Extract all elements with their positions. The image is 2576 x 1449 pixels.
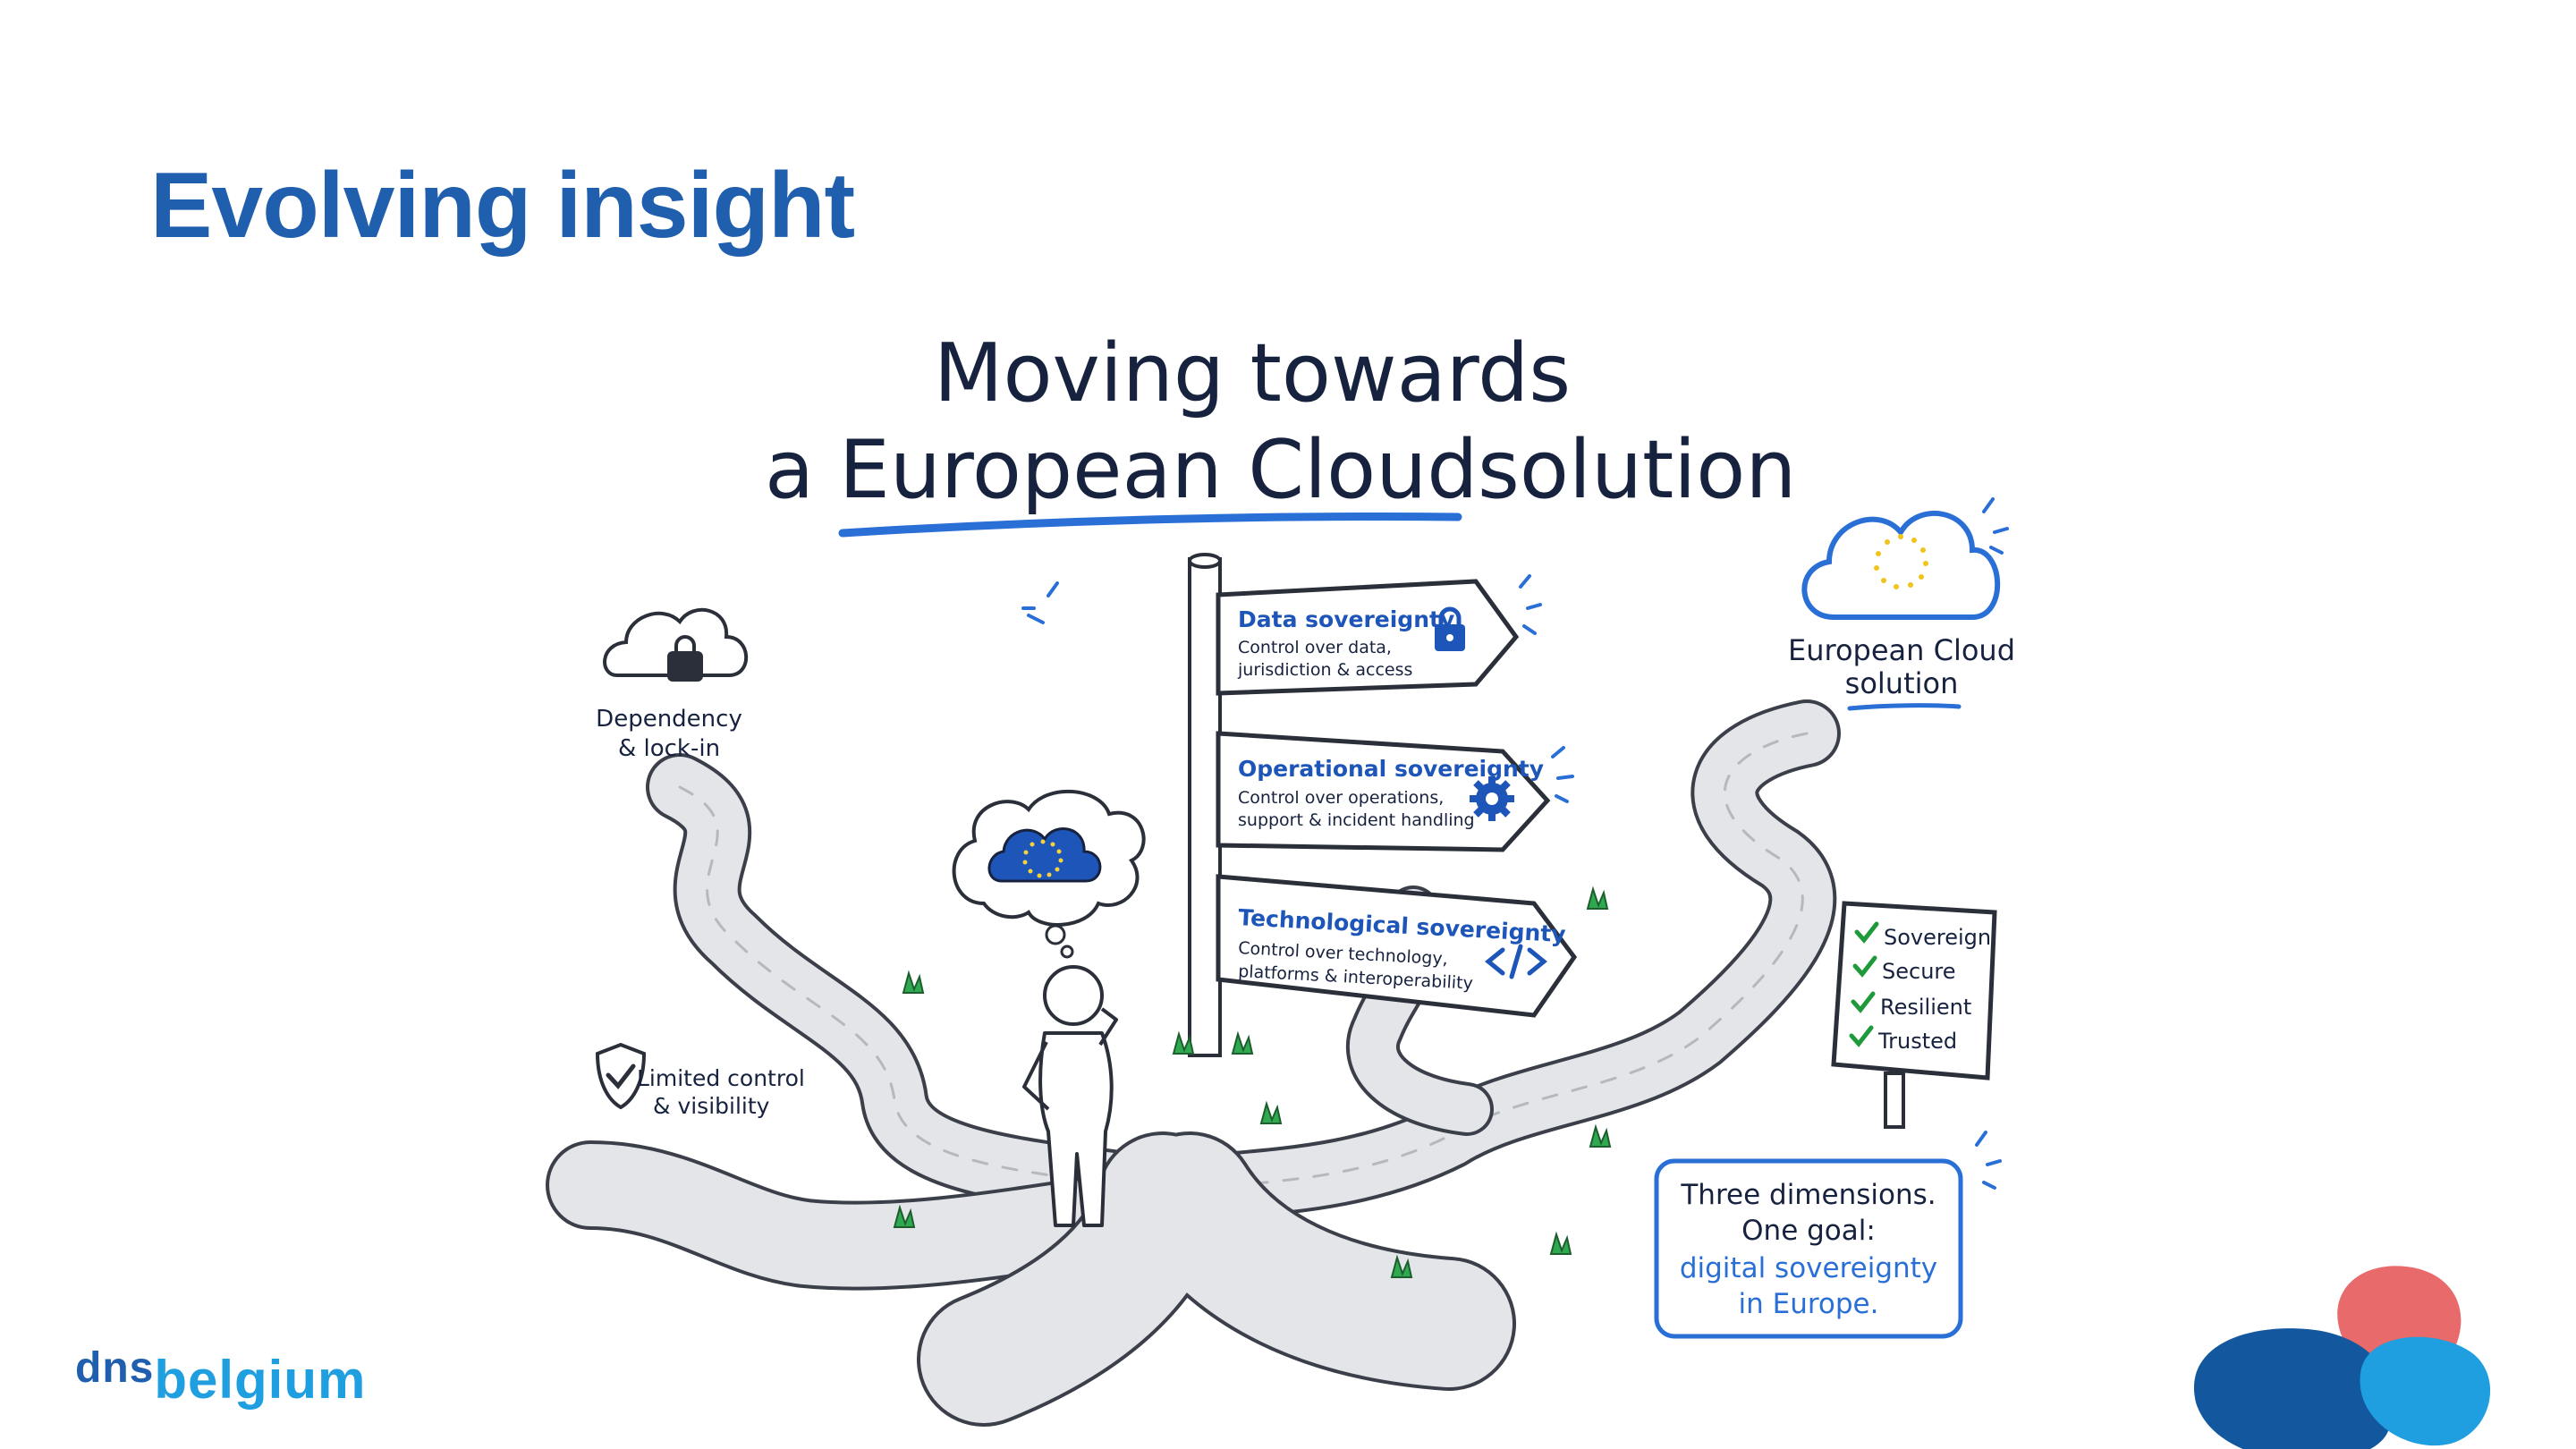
goal-callout: Three dimensions. One goal: digital sove…	[1654, 1158, 1963, 1339]
svg-text:Limited control: Limited control	[637, 1065, 805, 1091]
svg-text:support & incident handling: support & incident handling	[1238, 810, 1475, 830]
code-icon	[1485, 944, 1547, 979]
svg-text:Trusted: Trusted	[1877, 1029, 1957, 1054]
svg-text:Secure: Secure	[1882, 959, 1956, 984]
european-cloud-icon	[1801, 511, 2001, 620]
svg-text:digital sovereignty: digital sovereignty	[1680, 1252, 1937, 1284]
svg-text:Control over operations,: Control over operations,	[1238, 788, 1444, 808]
svg-text:& lock-in: & lock-in	[618, 735, 720, 762]
svg-text:Resilient: Resilient	[1880, 995, 1971, 1020]
svg-text:Three dimensions.: Three dimensions.	[1680, 1179, 1936, 1211]
svg-text:Dependency: Dependency	[596, 706, 742, 733]
lock-icon	[1435, 606, 1465, 651]
illustration-heading: Moving towards a European Cloud solution	[765, 326, 1796, 538]
svg-text:Sovereign: Sovereign	[1884, 925, 1991, 950]
svg-text:in Europe.: in Europe.	[1739, 1288, 1879, 1320]
spark-marks	[1021, 497, 2009, 1190]
locked-cloud-icon	[603, 607, 749, 682]
check-icon	[1849, 921, 1879, 1047]
checklist-board	[1831, 901, 1997, 1129]
svg-text:Operational sovereignty: Operational sovereignty	[1238, 756, 1544, 782]
sign-data-sovereignty: Data sovereignty Control over data, juri…	[1237, 606, 1465, 680]
thought-bubble	[952, 790, 1146, 959]
sign-operational-sovereignty: Operational sovereignty Control over ope…	[1238, 756, 1544, 830]
slide-title: Evolving insight	[150, 154, 855, 258]
svg-text:European Cloud: European Cloud	[1788, 633, 2015, 667]
svg-text:solution: solution	[1478, 423, 1796, 517]
svg-text:Data sovereignty: Data sovereignty	[1238, 606, 1454, 632]
person-figure	[1022, 965, 1118, 1227]
heading-underline	[838, 513, 1462, 538]
svg-text:a: a	[765, 423, 814, 517]
svg-text:Control over data,: Control over data,	[1238, 638, 1392, 657]
svg-text:& visibility: & visibility	[653, 1093, 770, 1119]
svg-text:European Cloud: European Cloud	[839, 423, 1478, 517]
checklist: Sovereign Secure Resilient Trusted	[1849, 921, 1991, 1054]
dnsbelgium-logo: dnsbelgium	[75, 1344, 367, 1410]
decorative-blobs	[2194, 1266, 2491, 1449]
svg-text:jurisdiction & access: jurisdiction & access	[1237, 660, 1412, 680]
signpost	[1188, 553, 1578, 1057]
svg-text:Moving towards: Moving towards	[934, 326, 1571, 420]
grass-tufts	[893, 886, 1612, 1278]
svg-text:One goal:: One goal:	[1741, 1215, 1876, 1247]
svg-text:solution: solution	[1845, 666, 1959, 700]
eu-cloud-icon	[987, 827, 1102, 883]
road-network	[546, 699, 1841, 1427]
shield-check-icon	[595, 1042, 647, 1110]
gear-icon	[1470, 776, 1514, 821]
